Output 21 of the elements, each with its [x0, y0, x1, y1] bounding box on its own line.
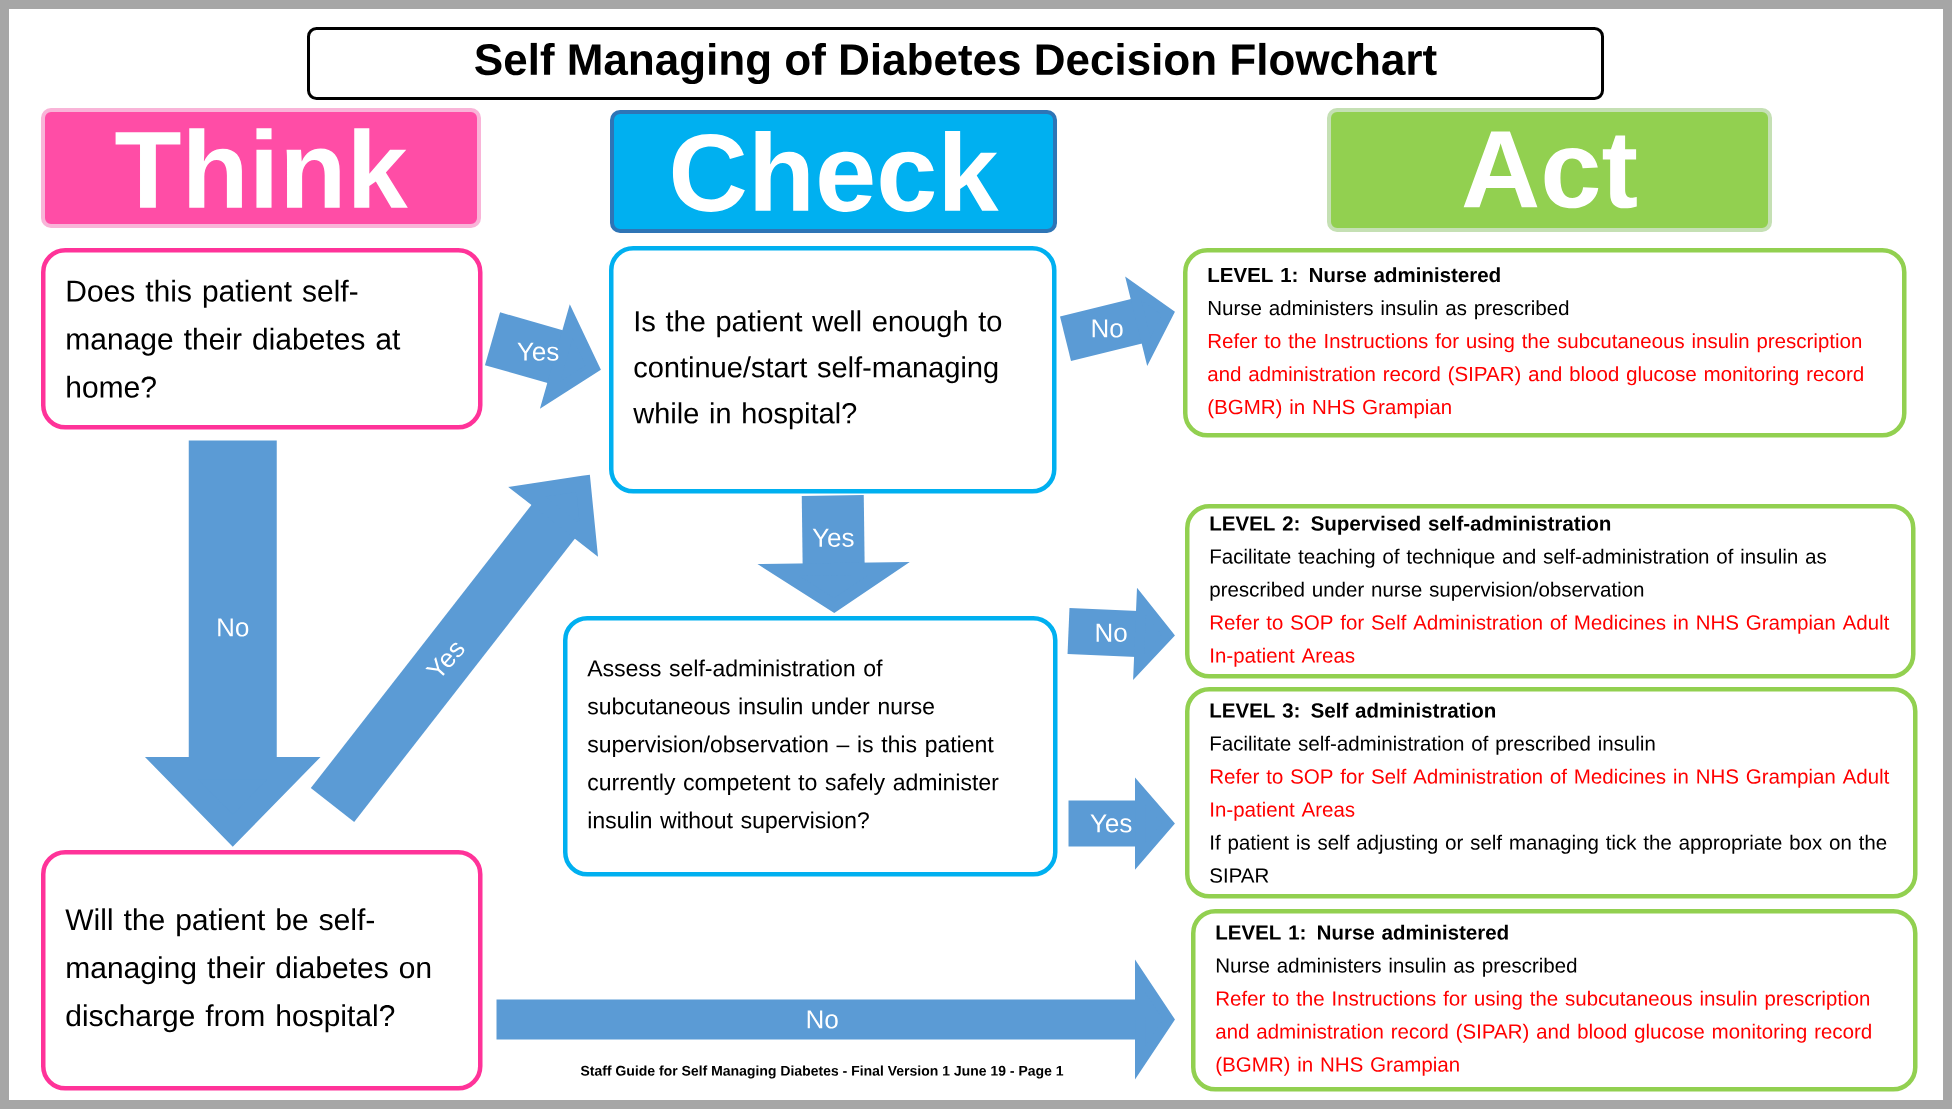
edge-label: Yes [425, 642, 465, 676]
level-box: LEVEL 1: Nurse administered Nurse administers insulin as prescribed Refer to the Instructions for using the subcutaneous insulin prescription and administration record (SIPAR) and blood glucose monitoring record (BGMR) in NHS Grampian [1183, 248, 1907, 438]
edge-label: No [218, 618, 249, 637]
level-box: LEVEL 3: Self administration Facilitate self-administration of prescribed insulin Refer to SOP for Self Administration of Medicines in NHS Grampian Adult In-patient Areas If patient is self adjusting or self managing tick the appropriate box on the SIPAR [1185, 687, 1918, 899]
header-band: Act [1327, 108, 1772, 232]
edge-label: No [1092, 319, 1123, 338]
edge-label: No [807, 1010, 838, 1029]
edge-label: Yes [1090, 814, 1132, 833]
title-box: Self Managing of Diabetes Decision Flowchart [307, 27, 1604, 100]
header-band: Think [41, 108, 481, 228]
question-box: Is the patient well enough to continue/start self-managing while in hospital? [609, 246, 1057, 494]
edge-label: Yes [812, 528, 854, 547]
edge-label: No [1096, 623, 1127, 642]
level-box: LEVEL 1: Nurse administered Nurse administers insulin as prescribed Refer to the Instructions for using the subcutaneous insulin prescription and administration record (SIPAR) and blood glucose monitoring record (BGMR) in NHS Grampian [1191, 909, 1918, 1092]
question-box: Does this patient self-manage their diabetes at home? [41, 248, 483, 430]
question-box: Will the patient be self-managing their diabetes on discharge from hospital? [41, 850, 483, 1091]
level-box: LEVEL 2: Supervised self-administration Facilitate teaching of technique and self-administration of insulin as prescribed under nurse supervision/observation Refer to SOP for Self Administration of Medicines in NHS Grampian Adult In-patient Areas [1185, 504, 1916, 679]
edge-label: Yes [517, 342, 559, 361]
footer-note: Staff Guide for Self Managing Diabetes - Final Version 1 June 19 - Page 1 [580, 1065, 1064, 1079]
question-box: Assess self-administration of subcutaneous insulin under nurse supervision/observation – is this patient currently competent to safely administer insulin without supervision? [563, 616, 1058, 877]
header-band: Check [610, 110, 1057, 233]
